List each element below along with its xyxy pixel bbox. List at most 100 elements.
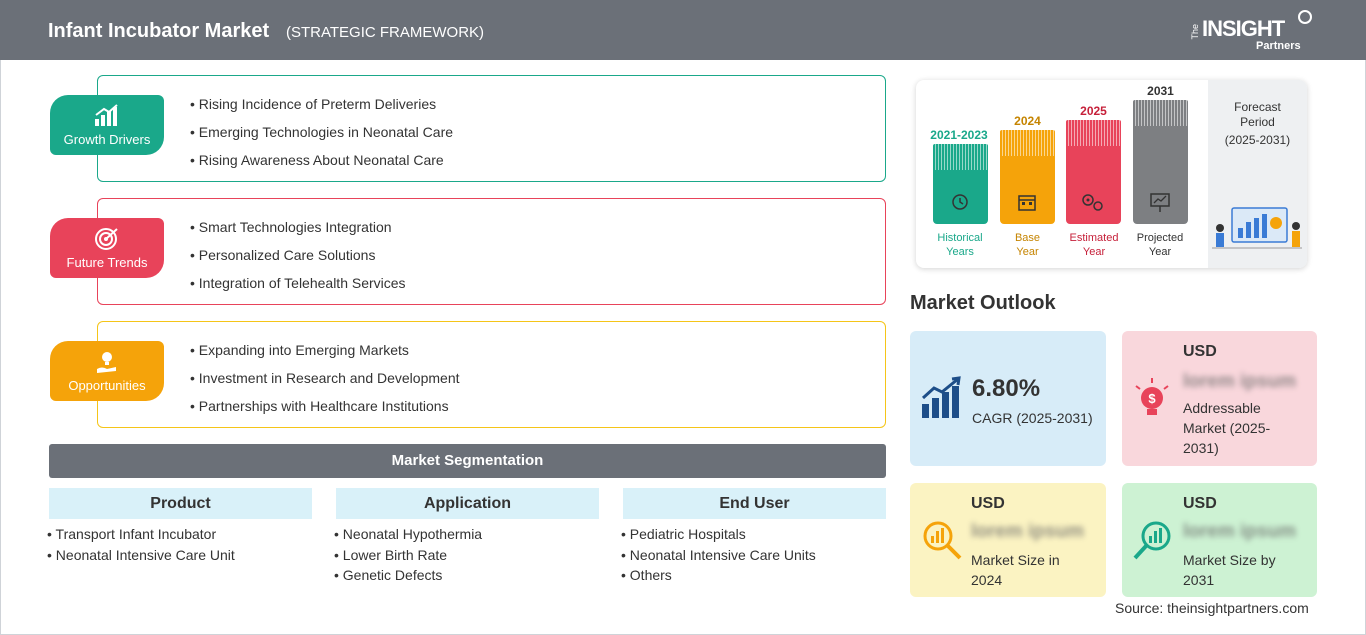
badge-label: Future Trends: [66, 255, 148, 270]
label-line: Year: [1148, 246, 1172, 258]
list-item: Smart Technologies Integration: [190, 217, 406, 245]
timeline-label-projected: Projected Year: [1126, 231, 1194, 259]
list-item: Lower Birth Rate: [334, 545, 482, 566]
timeline-bar-historical: [933, 144, 988, 224]
label-line: 2031: [1183, 572, 1215, 588]
list-item: Rising Incidence of Preterm Deliveries: [190, 94, 453, 122]
growth-drivers-box: Rising Incidence of Preterm Deliveries E…: [97, 75, 886, 182]
segment-header-application: Application: [336, 488, 599, 519]
growth-drivers-badge: Growth Drivers: [50, 95, 164, 155]
svg-text:$: $: [1148, 391, 1156, 406]
size-2024-currency: USD: [971, 495, 1005, 512]
future-trends-list: Smart Technologies Integration Personali…: [190, 217, 406, 301]
timeline-year-projected: 2031: [1147, 84, 1174, 98]
timeline-label-estimated: Estimated Year: [1058, 231, 1130, 259]
size-2031-value: lorem ipsum: [1183, 521, 1296, 542]
list-item: Partnerships with Healthcare Institution…: [190, 396, 460, 424]
timeline-label-historical: Historical Years: [924, 231, 996, 259]
idea-hand-icon: [97, 352, 116, 373]
market-outlook-title: Market Outlook: [910, 292, 1056, 314]
list-item: Investment in Research and Development: [190, 368, 460, 396]
header-bar: Infant Incubator Market (STRATEGIC FRAME…: [0, 0, 1366, 60]
page-title: Infant Incubator Market: [48, 20, 270, 42]
badge-label: Opportunities: [68, 378, 146, 393]
market-segmentation-header: Market Segmentation: [49, 444, 886, 478]
forecast-period-panel: Forecast Period (2025-2031): [1208, 80, 1307, 268]
segment-list-product: Transport Infant Incubator Neonatal Inte…: [47, 524, 235, 565]
future-trends-box: Smart Technologies Integration Personali…: [97, 198, 886, 305]
cagr-card: 6.80% CAGR (2025-2031): [910, 331, 1106, 466]
insight-partners-logo[interactable]: The INSIGHT Partners: [1190, 10, 1312, 54]
forecast-period: (2025-2031): [1224, 133, 1291, 147]
list-item: Emerging Technologies in Neonatal Care: [190, 122, 453, 150]
target-icon: [95, 228, 118, 250]
label-line: Estimated: [1069, 232, 1119, 244]
logo-bulb-icon: [1298, 10, 1312, 24]
magnifier-chart-icon: [923, 521, 962, 560]
list-item: Neonatal Hypothermia: [334, 524, 482, 545]
size-2024-label: Market Size in 2024: [971, 550, 1060, 590]
forecast-title: Forecast Period: [1208, 100, 1307, 130]
list-item: Pediatric Hospitals: [621, 524, 816, 545]
list-item: Rising Awareness About Neonatal Care: [190, 150, 453, 178]
forecast-title-line1: Forecast: [1234, 100, 1281, 114]
addressable-label: Addressable Market (2025- 2031): [1183, 398, 1270, 458]
segment-header-product: Product: [49, 488, 312, 519]
list-item: Expanding into Emerging Markets: [190, 340, 460, 368]
market-size-2031-card: USD lorem ipsum Market Size by 2031: [1122, 483, 1317, 597]
analytics-people-icon: [1212, 207, 1302, 249]
segment-list-application: Neonatal Hypothermia Lower Birth Rate Ge…: [334, 524, 482, 586]
label-line: Market Size by: [1183, 552, 1276, 568]
label-line: Base: [1014, 232, 1041, 244]
label-line: Market Size in: [971, 552, 1060, 568]
label-line: Years: [946, 246, 974, 258]
logo-the: The: [1190, 24, 1200, 40]
history-icon: [952, 194, 968, 210]
timeline-bar-base: [1000, 130, 1055, 224]
list-item: Neonatal Intensive Care Units: [621, 545, 816, 566]
size-2031-label: Market Size by 2031: [1183, 550, 1276, 590]
list-item: Genetic Defects: [334, 565, 482, 586]
addressable-currency: USD: [1183, 343, 1217, 360]
label-line: Market (2025-: [1183, 420, 1271, 436]
timeline-bar-estimated: [1066, 120, 1121, 224]
market-size-2024-card: USD lorem ipsum Market Size in 2024: [910, 483, 1106, 597]
segment-header-end-user: End User: [623, 488, 886, 519]
timeline-year-base: 2024: [1014, 114, 1041, 128]
list-item: Personalized Care Solutions: [190, 245, 406, 273]
opportunities-badge: Opportunities: [50, 341, 164, 401]
opportunities-list: Expanding into Emerging Markets Investme…: [190, 340, 460, 424]
logo-insight: INSIGHT: [1202, 16, 1285, 41]
label-line: Addressable: [1183, 400, 1261, 416]
forecast-title-line2: Period: [1240, 115, 1275, 129]
badge-label: Growth Drivers: [63, 132, 151, 147]
calendar-icon: [1018, 195, 1036, 211]
timeline-label-base: Base Year: [995, 231, 1060, 259]
label-line: 2024: [971, 572, 1003, 588]
gears-icon: [1082, 194, 1103, 211]
growth-chart-icon: [95, 104, 118, 126]
source-credit: Source: theinsightpartners.com: [1115, 600, 1309, 616]
logo-partners: Partners: [1256, 40, 1301, 52]
future-trends-badge: Future Trends: [50, 218, 164, 278]
list-item: Transport Infant Incubator: [47, 524, 235, 545]
presentation-icon: [1150, 193, 1170, 212]
dollar-bulb-icon: $: [1135, 378, 1169, 415]
label-line: Year: [1016, 246, 1039, 258]
timeline-year-historical: 2021-2023: [930, 128, 988, 142]
size-2024-value: lorem ipsum: [971, 521, 1084, 542]
timeline-year-estimated: 2025: [1080, 104, 1107, 118]
cagr-value: 6.80%: [972, 375, 1041, 402]
label-line: Projected: [1136, 232, 1184, 244]
opportunities-box: Expanding into Emerging Markets Investme…: [97, 321, 886, 428]
page-subtitle: (STRATEGIC FRAMEWORK): [286, 24, 485, 41]
size-2031-currency: USD: [1183, 495, 1217, 512]
label-line: 2031): [1183, 440, 1219, 456]
list-item: Others: [621, 565, 816, 586]
list-item: Neonatal Intensive Care Unit: [47, 545, 235, 566]
label-line: Year: [1082, 246, 1106, 258]
addressable-value: lorem ipsum: [1183, 371, 1296, 392]
growth-chart-icon: [921, 376, 961, 418]
segment-list-end-user: Pediatric Hospitals Neonatal Intensive C…: [621, 524, 816, 586]
addressable-market-card: $ USD lorem ipsum Addressable Market (20…: [1122, 331, 1317, 466]
